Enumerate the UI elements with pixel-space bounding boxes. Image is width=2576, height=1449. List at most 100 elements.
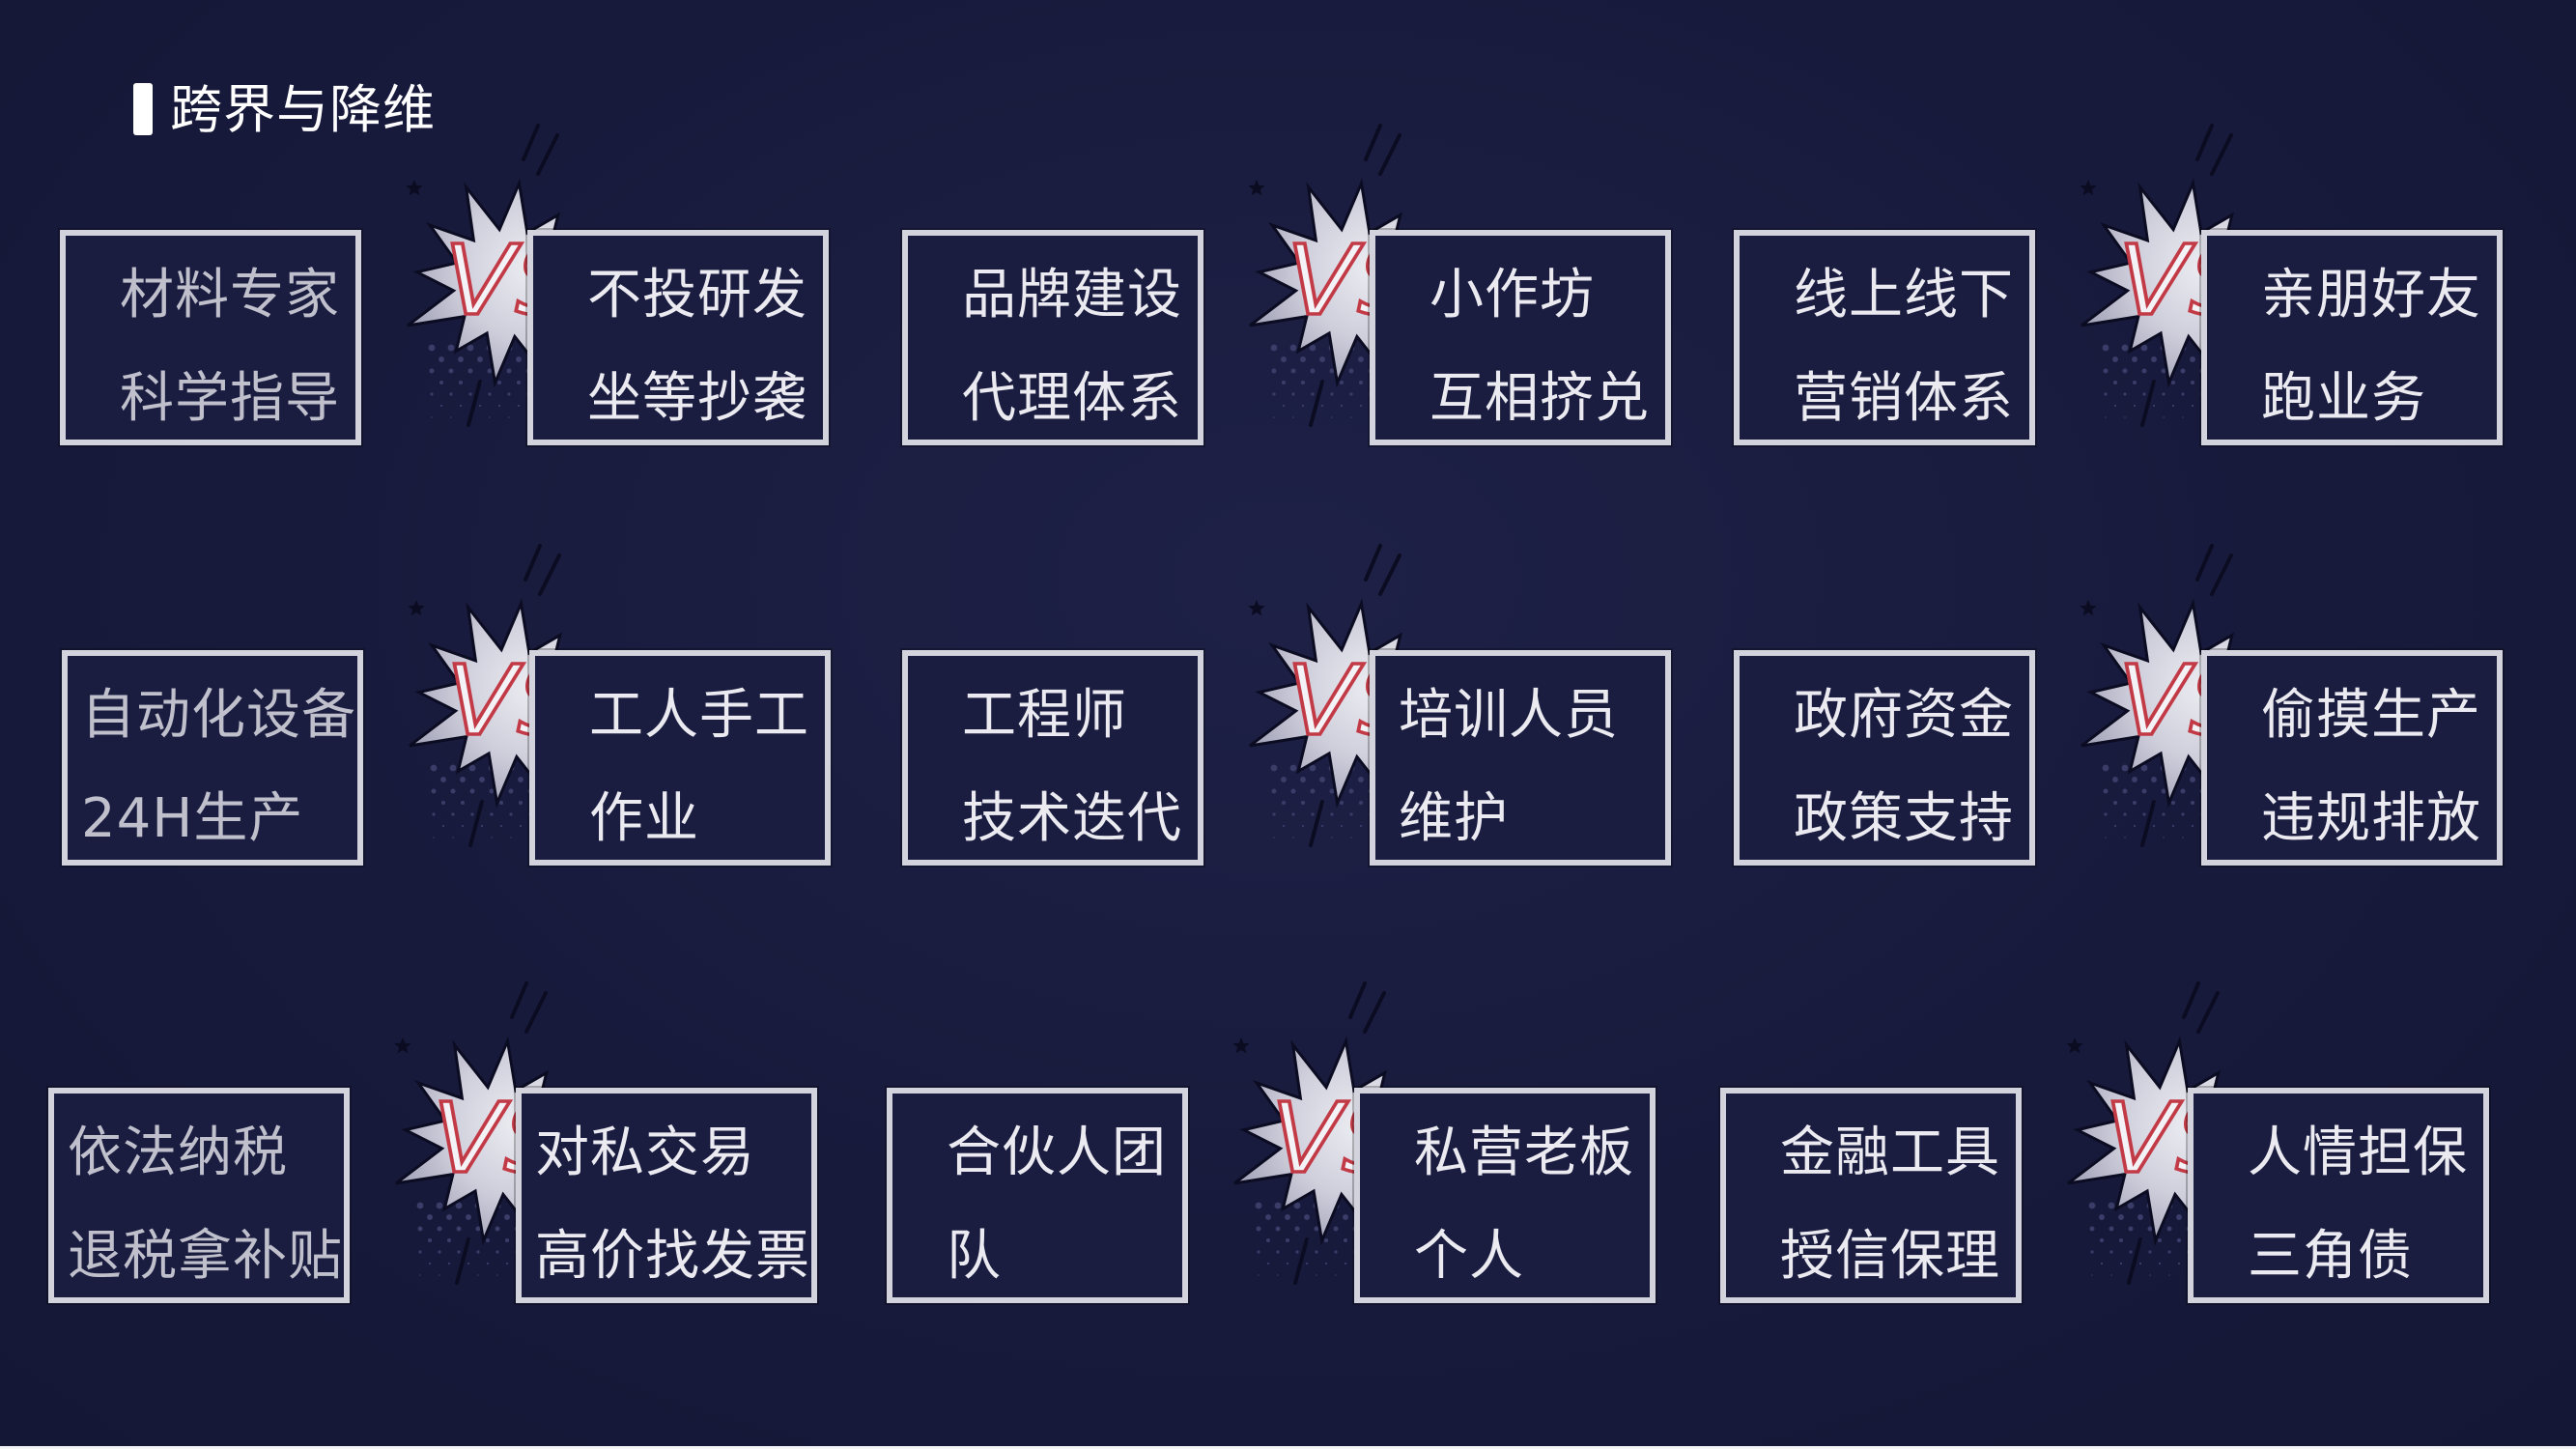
speed-line [2210,133,2233,176]
speed-line [1309,380,1324,427]
comparison-text: 自动化设备 [81,684,356,747]
comparison-text: 维护 [1399,787,1509,850]
comparison-text: 营销体系 [1794,367,2014,430]
comparison-text: 坐等抄袭 [587,367,807,430]
speed-line [467,380,482,427]
comparison-text: 三角债 [2248,1225,2413,1288]
comparison-box-right: 培训人员维护 [1370,650,1671,866]
star-icon [1232,1037,1250,1054]
comparison-text: 依法纳税 [68,1122,288,1184]
star-icon [408,600,425,616]
comparison-text: 人情担保 [2248,1122,2468,1184]
comparison-text: 跑业务 [2261,367,2426,430]
speed-line [2210,554,2233,596]
speed-line [1348,981,1367,1019]
speed-line [1293,1237,1309,1285]
comparison-box-right: 亲朋好友跑业务 [2201,230,2503,445]
comparison-text: 品牌建设 [962,264,1182,327]
speed-line [1364,544,1382,582]
comparison-box-left: 政府资金政策支持 [1734,650,2035,866]
speed-line [2196,991,2220,1034]
comparison-box-left: 材料专家科学指导 [60,230,361,445]
comparison-box-right: 私营老板个人 [1354,1088,1656,1303]
comparison-box-left: 金融工具授信保理 [1720,1088,2022,1303]
comparison-text: 技术迭代 [962,787,1182,850]
comparison-text: 个人 [1414,1225,1524,1288]
star-icon [2080,180,2097,196]
comparison-box-left: 合伙人团队 [887,1088,1188,1303]
comparison-text: 亲朋好友 [2261,264,2481,327]
star-icon [1248,180,1265,196]
speed-line [1309,800,1324,847]
comparison-box-right: 人情担保三角债 [2188,1088,2489,1303]
star-icon [406,180,423,196]
comparison-text: 科学指导 [120,367,340,430]
comparison-text: 代理体系 [962,367,1182,430]
speed-line [1364,124,1382,161]
comparison-text: 政策支持 [1794,787,2014,850]
vs-pair: VS 品牌建设代理体系 小作坊互相挤兑 [902,124,1684,445]
comparison-text: 高价找发票 [535,1225,810,1288]
speed-line [2182,981,2200,1019]
comparison-box-right: 对私交易高价找发票 [516,1088,817,1303]
speed-line [524,991,548,1034]
speed-line [1378,133,1401,176]
comparison-box-right: 不投研发坐等抄袭 [527,230,829,445]
comparison-text: 违规排放 [2261,787,2481,850]
comparison-box-left: 依法纳税退税拿补贴 [48,1088,350,1303]
comparison-text: 对私交易 [535,1122,755,1184]
comparison-text: 作业 [589,787,699,850]
comparison-text: 金融工具 [1780,1122,2000,1184]
speed-line [468,800,484,847]
speed-line [2140,800,2156,847]
speed-line [1363,991,1386,1034]
star-icon [1248,600,1265,616]
page-title: 跨界与降维 [170,79,436,140]
speed-line [522,124,540,161]
comparison-text: 小作坊 [1430,264,1595,327]
comparison-box-left: 线上线下营销体系 [1734,230,2035,445]
speed-line [510,981,528,1019]
comparison-text: 退税拿补贴 [68,1225,343,1288]
star-icon [2066,1037,2083,1054]
speed-line [2195,544,2214,582]
comparison-text: 互相挤兑 [1430,367,1650,430]
speed-line [536,133,559,176]
vs-label: VS [1287,224,1424,337]
comparison-box-right: 偷摸生产违规排放 [2201,650,2503,866]
speed-line [1378,554,1401,596]
comparison-text: 私营老板 [1414,1122,1634,1184]
comparison-box-left: 工程师技术迭代 [902,650,1203,866]
speed-line [538,554,561,596]
comparison-text: 授信保理 [1780,1225,2000,1288]
star-icon [394,1037,411,1054]
comparison-box-right: 小作坊互相挤兑 [1370,230,1671,445]
speed-line [2140,380,2156,427]
speed-line [2195,124,2214,161]
comparison-box-right: 工人手工作业 [529,650,831,866]
comparison-text: 偷摸生产 [2261,684,2481,747]
comparison-text: 不投研发 [587,264,807,327]
comparison-text: 合伙人团 [947,1122,1167,1184]
comparison-text: 工人手工 [589,684,809,747]
comparison-text: 政府资金 [1794,684,2014,747]
star-icon [2080,600,2097,616]
speed-line [524,544,542,582]
comparison-text: 培训人员 [1399,684,1619,747]
comparison-text: 材料专家 [120,264,340,327]
comparison-text: 队 [947,1225,1002,1288]
comparison-text: 24H生产 [81,787,304,850]
comparison-text: 工程师 [962,684,1127,747]
comparison-text: 线上线下 [1794,264,2014,327]
title-accent-bar [133,83,153,135]
speed-line [2127,1237,2142,1285]
